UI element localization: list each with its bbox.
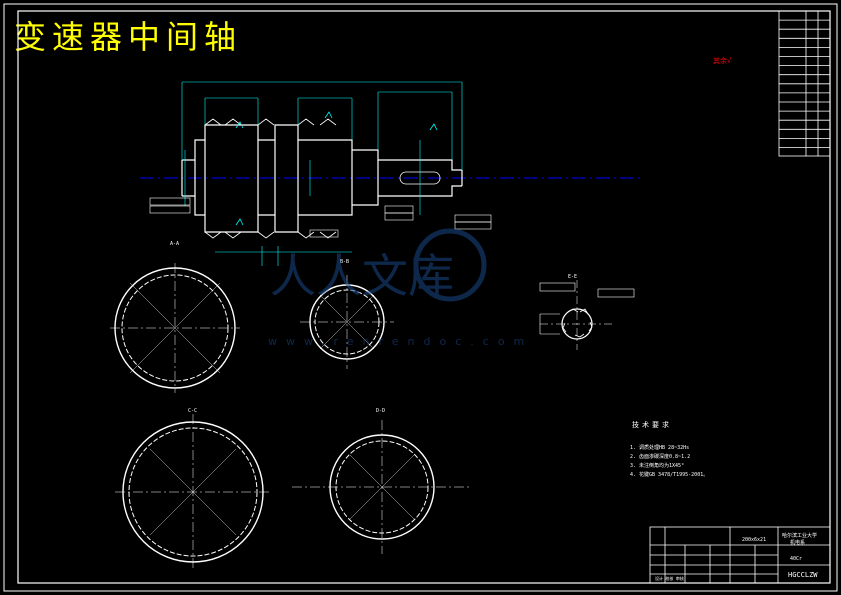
tech-req-item-3: 3. 未注倒角均为1X45° bbox=[630, 462, 684, 469]
tech-req-heading: 技术要求 bbox=[632, 420, 672, 429]
title-block-text: 哈尔滨工业大学 机电系 200x6x21 40Cr HGCCLZW 设计 校核 … bbox=[655, 532, 818, 581]
section-views bbox=[110, 263, 612, 570]
watermark-url: www.renrendoc.com bbox=[268, 335, 533, 348]
section-d-d bbox=[292, 420, 472, 554]
shaft-main-view bbox=[181, 118, 463, 239]
drawing-title: 变速器中间轴 bbox=[14, 18, 243, 56]
section-label-b: B-B bbox=[340, 259, 349, 265]
tech-req-item-4: 4. 花键GB 3478/T1995-2001。 bbox=[630, 471, 708, 478]
dimension-lines bbox=[181, 81, 463, 266]
title-block-dept: 机电系 bbox=[790, 539, 805, 546]
title-block-scale: 200x6x21 bbox=[742, 537, 766, 543]
title-block-designer-row: 设计 校核 审核 bbox=[655, 575, 684, 581]
roughness-note: 其余√ bbox=[713, 56, 732, 65]
section-c-c bbox=[115, 414, 271, 570]
section-b-b bbox=[300, 275, 394, 369]
tech-requirements: 技术要求 1. 调质处理HB 28~32Hs 2. 齿面渗碳深度0.8~1.2 … bbox=[630, 420, 708, 478]
tolerance-frames bbox=[149, 197, 635, 298]
section-a-a bbox=[110, 263, 240, 393]
title-block-material: 40Cr bbox=[790, 556, 802, 562]
watermark-text: 人人文库 bbox=[270, 249, 454, 303]
section-e-e bbox=[539, 280, 612, 350]
outer-frame bbox=[3, 3, 838, 592]
section-label-c: C-C bbox=[188, 408, 197, 414]
tech-req-item-2: 2. 齿面渗碳深度0.8~1.2 bbox=[630, 453, 690, 460]
section-label-a: A-A bbox=[170, 241, 179, 247]
revision-table bbox=[778, 10, 831, 157]
tech-req-item-1: 1. 调质处理HB 28~32Hs bbox=[630, 444, 689, 451]
title-block-school: 哈尔滨工业大学 bbox=[782, 532, 817, 539]
section-label-e: E-E bbox=[568, 274, 577, 280]
section-label-d: D-D bbox=[376, 408, 385, 414]
title-block-drawing-no: HGCCLZW bbox=[788, 571, 818, 579]
inner-frame bbox=[17, 10, 831, 584]
section-label-group: A-A B-B C-C D-D E-E bbox=[170, 241, 577, 414]
title-block bbox=[649, 526, 831, 584]
watermark: 人人文库 www.renrendoc.com bbox=[268, 228, 533, 348]
